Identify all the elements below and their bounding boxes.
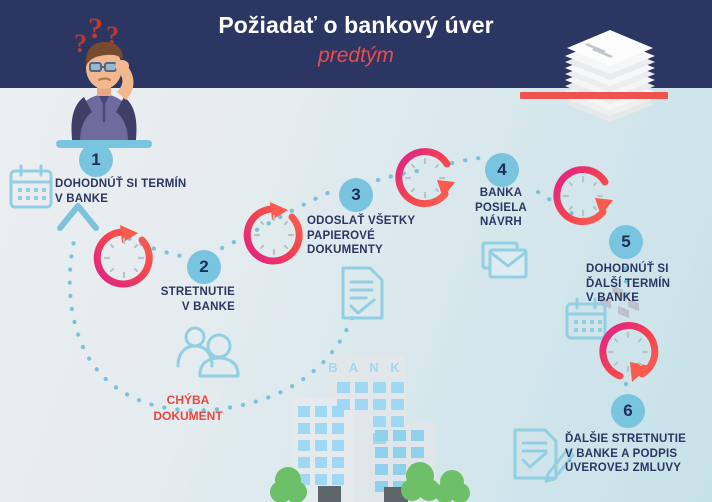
step-label-3: ODOSLAŤ VŠETKY PAPIEROVÉ DOKUMENTY — [307, 215, 416, 256]
step-number-2[interactable]: 2 — [187, 250, 221, 284]
tree-icon — [270, 467, 307, 502]
step-label-5: DOHODNÚŤ SI ĎALŠÍ TERMÍN V BANKE — [586, 263, 671, 304]
tree-icon — [401, 462, 440, 501]
envelope-icon — [481, 241, 528, 279]
clock-icon — [553, 166, 613, 226]
step-number-6[interactable]: 6 — [611, 394, 645, 428]
document-pen-icon — [513, 428, 575, 483]
people-icon — [176, 326, 240, 378]
tree-icon — [435, 470, 470, 502]
calendar-icon — [9, 164, 53, 209]
step-label-6: ĎALŠIE STRETNUTIE V BANKE A PODPIS ÚVERO… — [565, 433, 686, 474]
question-mark-icon: ? — [88, 12, 103, 45]
path-step1-to-step2 — [115, 229, 189, 260]
clock-icon — [395, 148, 455, 208]
document-check-icon — [341, 266, 384, 320]
calendar-icon — [565, 297, 607, 340]
step-number-1[interactable]: 1 — [79, 143, 113, 177]
clock-icon — [599, 322, 659, 382]
question-mark-icon: ? — [74, 29, 87, 58]
bank-sign: B A N K — [328, 360, 403, 375]
paper-stack-base-line — [520, 92, 668, 99]
step-number-3[interactable]: 3 — [339, 178, 373, 212]
clock-icon — [243, 202, 303, 265]
page-title: Požiadať o bankový úver — [218, 12, 494, 38]
loop-arrowhead-icon — [57, 203, 99, 231]
path-step2-to-step3 — [219, 189, 333, 251]
step-number-4[interactable]: 4 — [485, 153, 519, 187]
page-subtitle: predtým — [318, 44, 394, 67]
paper-stack-illustration — [565, 30, 655, 319]
bank-building: B A N K — [270, 356, 470, 502]
path-error-loop — [67, 229, 355, 413]
step-label-4: BANKA POSIELA NÁVRH — [475, 187, 527, 228]
error-loop-label: CHÝBA DOKUMENT — [153, 393, 223, 423]
thinking-man-illustration — [56, 42, 152, 148]
clock-icon — [93, 225, 153, 288]
step-label-2: STRETNUTIE V BANKE — [160, 286, 235, 313]
step-number-5[interactable]: 5 — [609, 225, 643, 259]
step-label-1: DOHODNÚŤ SI TERMÍN V BANKE — [55, 178, 187, 205]
